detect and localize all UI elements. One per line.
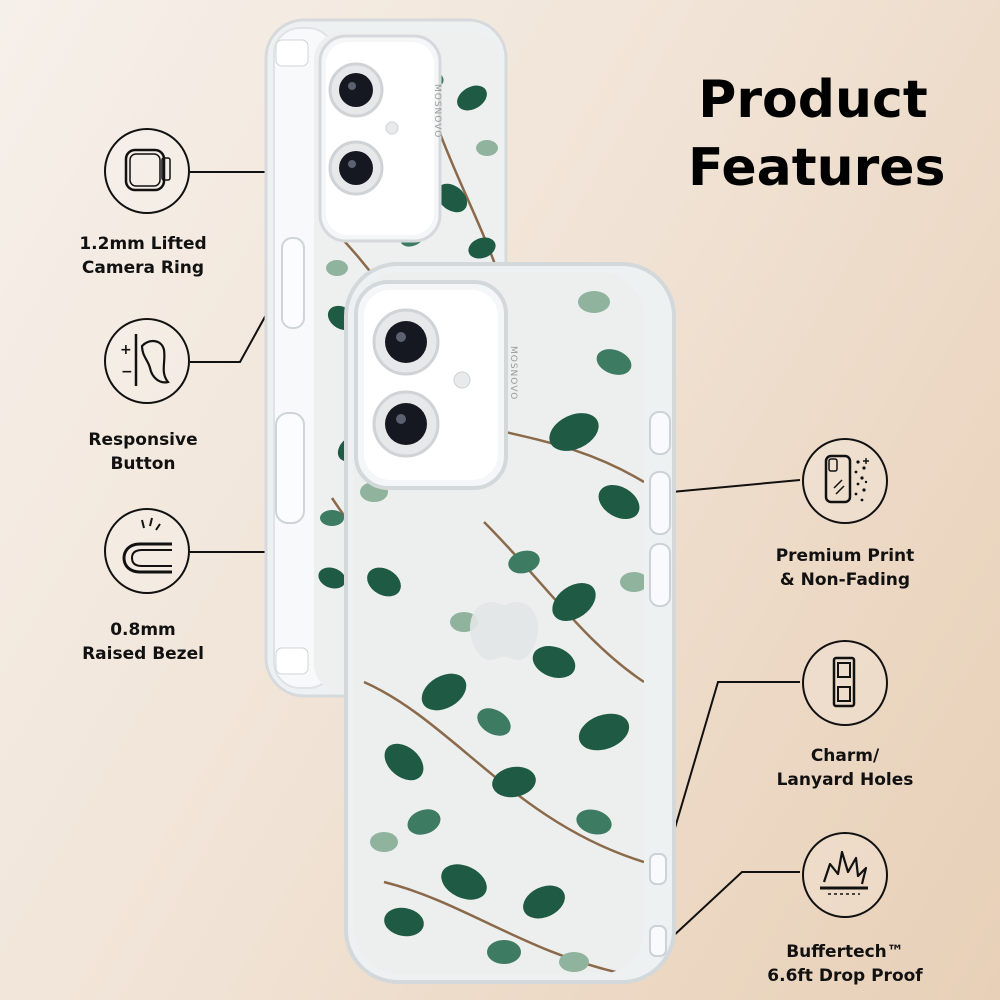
brand-text-back: MOSNOVO	[432, 84, 442, 139]
button-press-icon: + −	[104, 318, 190, 404]
feature-label-print: Premium Print & Non-Fading	[775, 546, 915, 590]
print-sparkle-icon	[802, 438, 888, 524]
feature-label-bezel: 0.8mm Raised Bezel	[82, 620, 204, 664]
feature-label-lanyard: Charm/ Lanyard Holes	[776, 746, 914, 790]
feature-label-camera-ring: 1.2mm Lifted Camera Ring	[79, 234, 207, 278]
svg-text:+: +	[120, 342, 132, 358]
drop-proof-icon	[802, 832, 888, 918]
phone-case-front	[344, 262, 676, 984]
brand-text-front: MOSNOVO	[508, 346, 518, 401]
feature-label-button: Responsive Button	[88, 430, 198, 474]
lanyard-holes-icon	[802, 640, 888, 726]
feature-label-drop: Buffertech™ 6.6ft Drop Proof	[767, 942, 923, 986]
raised-bezel-icon	[104, 508, 190, 594]
camera-ring-icon	[104, 128, 190, 214]
svg-text:−: −	[121, 364, 133, 380]
page-title: Product Features	[688, 70, 946, 198]
